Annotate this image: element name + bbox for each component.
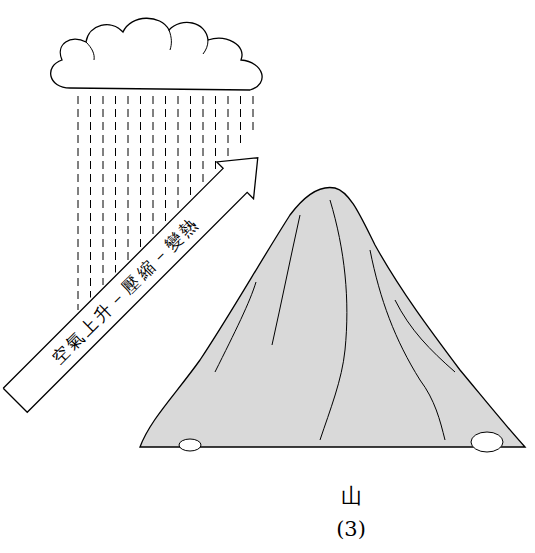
arrow-text-area: 空氣上升－壓縮－變熱 (3, 168, 247, 412)
rain-line (140, 96, 141, 248)
rain-line (78, 96, 79, 310)
arrow-label: 空氣上升－壓縮－變熱 (46, 211, 204, 369)
rain-line (153, 96, 154, 235)
rock (179, 439, 201, 451)
arrow-shape: 空氣上升－壓縮－變熱 (3, 146, 270, 413)
figure-label: 山 (341, 485, 362, 508)
rain-line (165, 96, 166, 223)
cloud (51, 18, 262, 90)
arrow-body (0, 139, 276, 418)
rain-line (190, 96, 191, 198)
rain-line (203, 96, 204, 185)
cloud-detail (86, 30, 208, 60)
rain-line (228, 96, 229, 160)
figure-number: (3) (336, 518, 366, 541)
rain-line (90, 96, 91, 298)
rock (471, 432, 503, 452)
rain-line (103, 96, 104, 285)
rain-line (128, 96, 129, 260)
rain-line (115, 96, 116, 273)
rain-line (215, 96, 216, 173)
rain-line (178, 96, 179, 210)
mountain-ridges (215, 200, 455, 440)
rain-line (240, 96, 241, 148)
rain-line (253, 96, 254, 135)
